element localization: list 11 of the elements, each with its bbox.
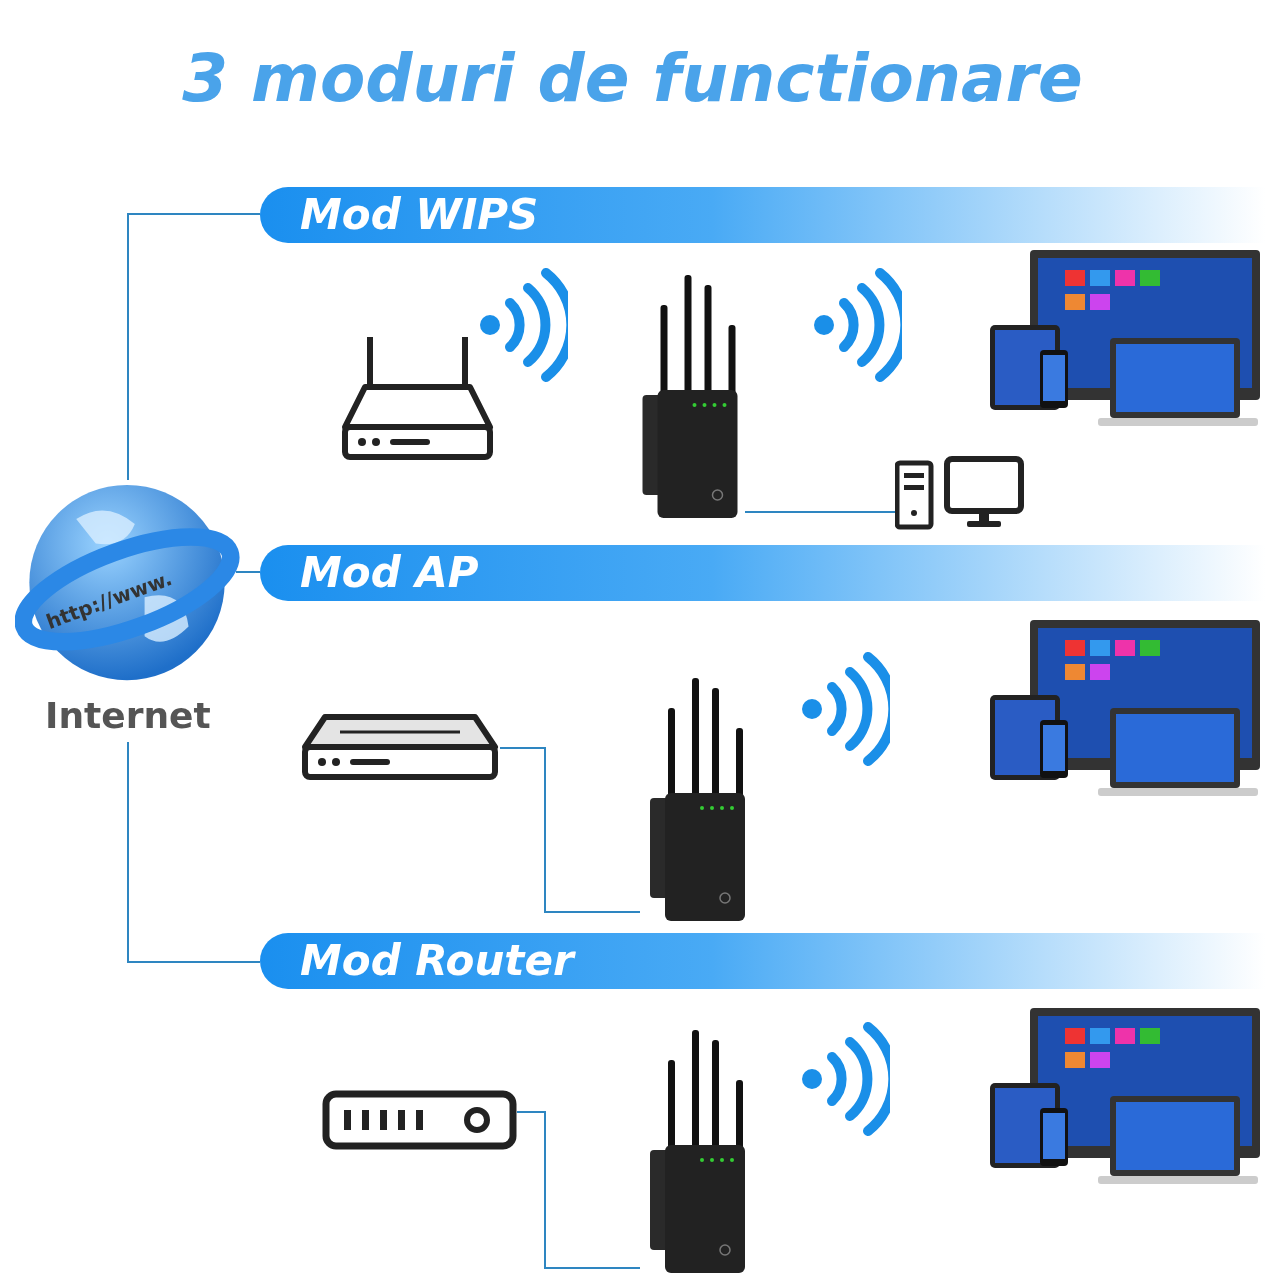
connector-line	[744, 511, 896, 513]
modem-drawing	[322, 1090, 517, 1150]
connector-line	[499, 747, 641, 913]
router-drawing	[300, 712, 500, 782]
connector-line	[516, 1111, 641, 1269]
connector-line	[127, 213, 261, 481]
connector-line	[235, 571, 261, 573]
desktop-pc-icon	[895, 455, 1025, 530]
title: 3 moduri de functionare	[181, 40, 1084, 117]
node-caption: Internet	[45, 695, 211, 736]
connector-line	[127, 741, 261, 963]
